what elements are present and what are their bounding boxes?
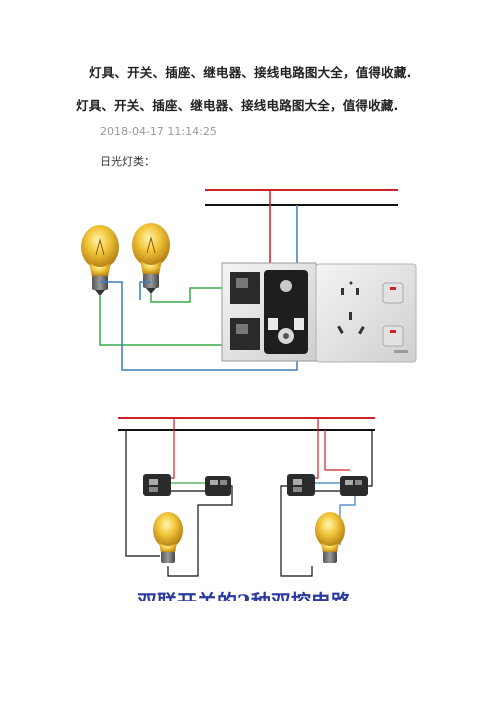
- two-way-switch-icon: [205, 476, 231, 496]
- two-way-switch-icon: [287, 474, 315, 496]
- light-bulb-icon: [153, 512, 183, 563]
- wall-socket-panel: [315, 263, 417, 363]
- section-label: 日光灯类：: [100, 155, 155, 168]
- page-title: 灯具、开关、插座、继电器、接线电路图大全，值得收藏.: [89, 65, 412, 80]
- wall-switch-panel: [221, 262, 317, 362]
- two-way-switch-icon: [143, 474, 171, 496]
- publish-date: 2018-04-17 11:14:25: [100, 125, 217, 138]
- figure-caption: 双联开关的2种双控电路: [137, 590, 352, 614]
- page-title-repeat: 灯具、开关、插座、继电器、接线电路图大全，值得收藏.: [76, 98, 399, 113]
- light-bulb-icon: [81, 225, 119, 296]
- light-bulb-icon: [132, 223, 170, 294]
- light-bulb-icon: [315, 512, 345, 563]
- two-way-switch-icon: [340, 476, 368, 496]
